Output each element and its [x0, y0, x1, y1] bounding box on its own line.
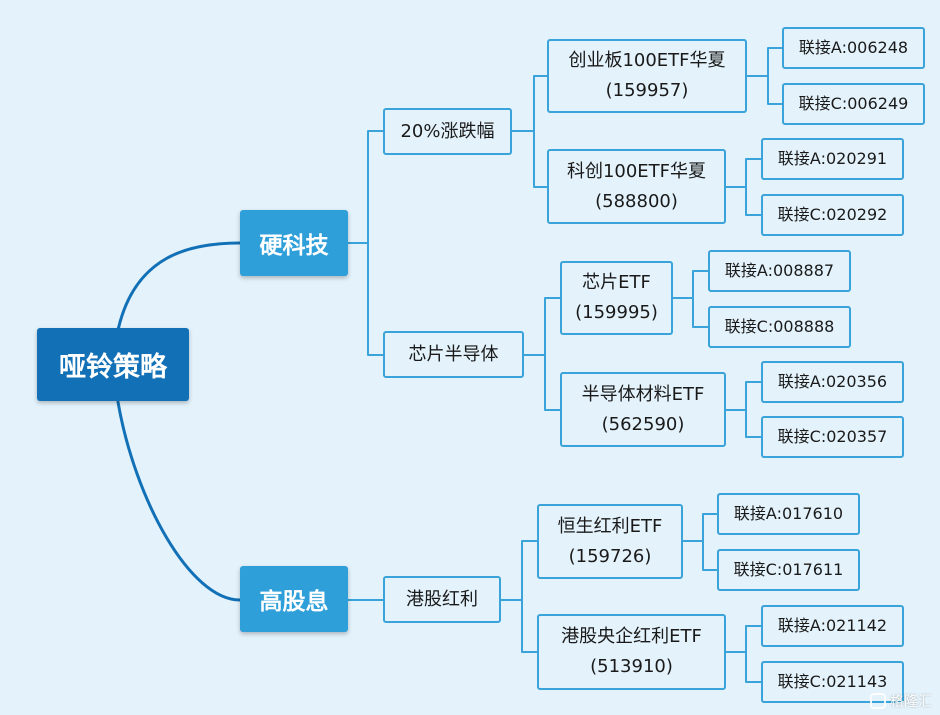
etf-name: 芯片ETF	[582, 272, 651, 293]
etf-node-cyb100: 创业板100ETF华夏 (159957)	[547, 39, 747, 113]
etf-node-hshl: 恒生红利ETF (159726)	[537, 504, 683, 579]
feeder-fund-c: 联接C:020357	[761, 416, 904, 458]
etf-name: 港股央企红利ETF	[561, 626, 702, 647]
category-hard-tech: 硬科技	[240, 210, 348, 276]
etf-code: (159957)	[605, 80, 689, 101]
etf-name: 创业板100ETF华夏	[568, 50, 726, 71]
feeder-fund-a: 联接A:017610	[717, 493, 860, 535]
gelonghui-logo-icon	[870, 693, 886, 709]
watermark-text: 格隆汇	[890, 694, 932, 710]
link-chips-etfs	[523, 297, 561, 411]
feeder-fund-a: 联接A:020356	[761, 361, 904, 403]
feeder-fund-c: 联接C:006249	[782, 83, 925, 125]
link-limit20-etfs	[511, 75, 548, 188]
etf-node-gghl: 港股央企红利ETF (513910)	[537, 614, 726, 690]
root-node: 哑铃策略	[37, 328, 189, 401]
etf-code: (159995)	[575, 302, 658, 323]
link-hshl-links	[682, 513, 718, 571]
feeder-fund-a: 联接A:006248	[782, 27, 925, 69]
etf-code: (513910)	[590, 656, 673, 677]
etf-name: 科创100ETF华夏	[566, 160, 707, 182]
link-chip-links	[672, 270, 709, 328]
link-semimat-links	[725, 381, 762, 438]
etf-name: 半导体材料ETF	[581, 383, 705, 405]
etf-node-kc100: 科创100ETF华夏 (588800)	[547, 149, 726, 224]
feeder-fund-a: 联接A:008887	[708, 250, 851, 292]
watermark: 格隆汇	[870, 691, 932, 711]
feeder-fund-a: 联接A:021142	[761, 605, 904, 647]
link-hk-etfs	[500, 540, 538, 653]
etf-code: (159726)	[568, 545, 652, 567]
etf-node-chip: 芯片ETF (159995)	[560, 261, 673, 335]
link-gghl-links	[725, 625, 762, 683]
etf-code: (562590)	[601, 413, 685, 435]
feeder-fund-c: 联接C:020292	[761, 194, 904, 236]
link-root-dividend	[116, 400, 242, 602]
group-limit-20: 20%涨跌幅	[383, 108, 512, 155]
etf-name: 恒生红利ETF	[557, 515, 663, 537]
feeder-fund-a: 联接A:020291	[761, 138, 904, 180]
link-cyb100-links	[746, 47, 783, 105]
group-hk-dividend: 港股红利	[383, 576, 501, 623]
category-high-dividend: 高股息	[240, 566, 348, 632]
group-chips: 芯片半导体	[383, 331, 524, 378]
feeder-fund-c: 联接C:017611	[717, 549, 860, 591]
etf-code: (588800)	[595, 190, 678, 212]
feeder-fund-c: 联接C:021143	[761, 661, 904, 703]
link-kc100-links	[725, 158, 762, 216]
link-root-tech	[116, 241, 242, 332]
etf-node-semimat: 半导体材料ETF (562590)	[560, 372, 726, 447]
link-tech-groups	[347, 130, 384, 356]
feeder-fund-c: 联接C:008888	[708, 306, 851, 348]
